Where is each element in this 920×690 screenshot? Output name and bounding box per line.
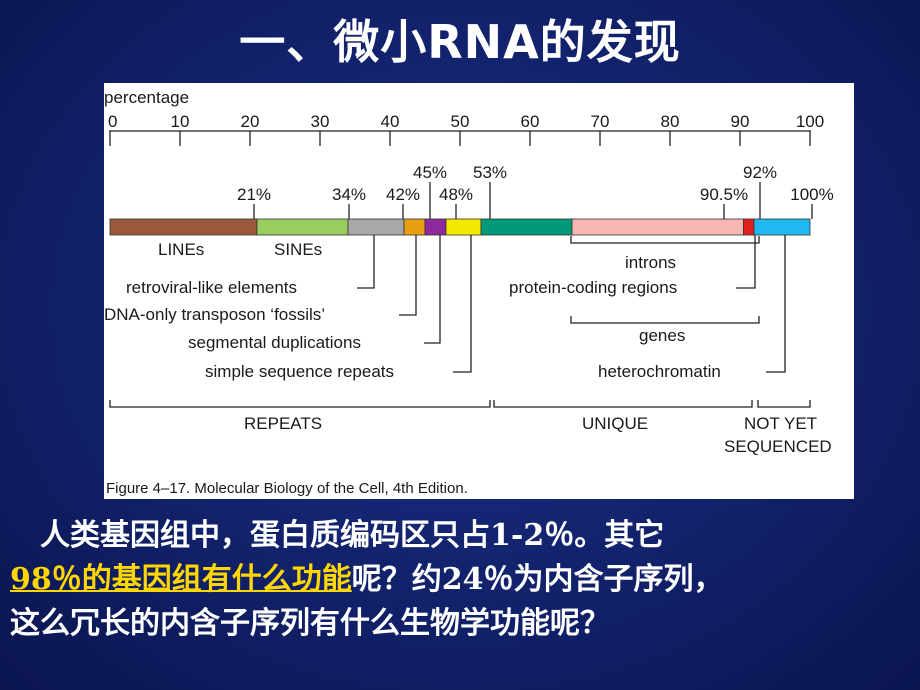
leader-dna-only — [399, 235, 417, 316]
label-not-yet-1: NOT YET — [744, 414, 817, 433]
percent-label: 45% — [413, 163, 447, 182]
bar-segment — [403, 218, 426, 236]
highlight-question: 98％的基因组有什么功能 — [10, 562, 352, 597]
bar-segment — [445, 218, 482, 236]
tick-label: 30 — [311, 112, 330, 131]
bracket-repeats — [109, 400, 491, 408]
percent-labels: 21% 34% 42% 45% 48%53% 90.5% 92% 100% — [237, 163, 834, 219]
body-line-3: 这么冗长的内含子序列有什么生物学功能呢？ — [10, 606, 610, 641]
bar-segment — [743, 218, 755, 236]
leader-retroviral — [357, 235, 375, 289]
leader-protein-coding — [736, 235, 756, 289]
label-simple: simple sequence repeats — [205, 362, 394, 381]
percent-label: 90.5% — [700, 185, 748, 204]
tick-label: 0 — [108, 112, 117, 131]
tick-label: 70 — [591, 112, 610, 131]
tick-label: 10 — [171, 112, 190, 131]
body-line-2: 98％的基因组有什么功能呢？约24％为内含子序列， — [10, 558, 915, 602]
bar-segment — [480, 218, 573, 236]
tick-label: 90 — [731, 112, 750, 131]
label-protein-coding: protein-coding regions — [509, 278, 677, 297]
percent-label: 53% — [473, 163, 507, 182]
body-line-2-rest: 呢？约24％为内含子序列， — [351, 562, 724, 597]
bracket-unique — [493, 400, 753, 408]
bracket-introns — [570, 236, 760, 244]
label-segmental: segmental duplications — [188, 333, 361, 352]
label-introns: introns — [625, 253, 676, 272]
body-line-1: 人类基因组中，蛋白质编码区只占1-2％。其它 — [40, 518, 665, 553]
label-not-yet-2: SEQUENCED — [724, 437, 832, 456]
bar-segment — [109, 218, 258, 236]
bar-segment — [571, 218, 744, 236]
bar-segment — [753, 218, 811, 236]
percent-label: 100% — [790, 185, 833, 204]
axis-ticks: 0 10 20 30 40 50 60 70 80 90 100 — [108, 112, 824, 146]
tick-label: 40 — [381, 112, 400, 131]
bar-segment — [256, 218, 349, 236]
label-unique: UNIQUE — [582, 414, 648, 433]
bar-segments — [109, 218, 811, 236]
label-retroviral: retroviral-like elements — [126, 278, 297, 297]
tick-label: 100 — [796, 112, 824, 131]
label-repeats: REPEATS — [244, 414, 322, 433]
axis-label: percentage — [104, 88, 189, 107]
tick-label: 50 — [451, 112, 470, 131]
tick-label: 80 — [661, 112, 680, 131]
percent-label: 34% — [332, 185, 366, 204]
leader-heterochromatin — [766, 235, 786, 373]
figure-caption: Figure 4–17. Molecular Biology of the Ce… — [106, 480, 468, 497]
percent-label: 21% — [237, 185, 271, 204]
bracket-not-yet — [757, 400, 811, 408]
percent-label: 42% — [386, 185, 420, 204]
leader-simple — [453, 235, 472, 373]
body-text: 人类基因组中，蛋白质编码区只占1-2％。其它 98％的基因组有什么功能呢？约24… — [10, 514, 915, 646]
percent-label: 48% — [439, 185, 473, 204]
genome-composition-figure: percentage 0 10 20 30 40 50 60 70 80 90 100 21% 34%… — [104, 83, 854, 499]
slide-title: 一、微小RNA的发现 — [239, 15, 681, 69]
label-genes: genes — [639, 326, 685, 345]
leader-segmental — [424, 235, 441, 344]
label-dna-only: DNA-only transposon ‘fossils’ — [104, 305, 325, 324]
percent-label: 92% — [743, 163, 777, 182]
figure-svg: percentage 0 10 20 30 40 50 60 70 80 90 100 21% 34%… — [104, 88, 834, 497]
bar-segment — [347, 218, 405, 236]
tick-label: 60 — [521, 112, 540, 131]
tick-label: 20 — [241, 112, 260, 131]
label-sines: SINEs — [274, 240, 322, 259]
label-heterochromatin: heterochromatin — [598, 362, 721, 381]
label-lines: LINEs — [158, 240, 204, 259]
bracket-genes — [570, 316, 760, 324]
bar-segment — [424, 218, 447, 236]
